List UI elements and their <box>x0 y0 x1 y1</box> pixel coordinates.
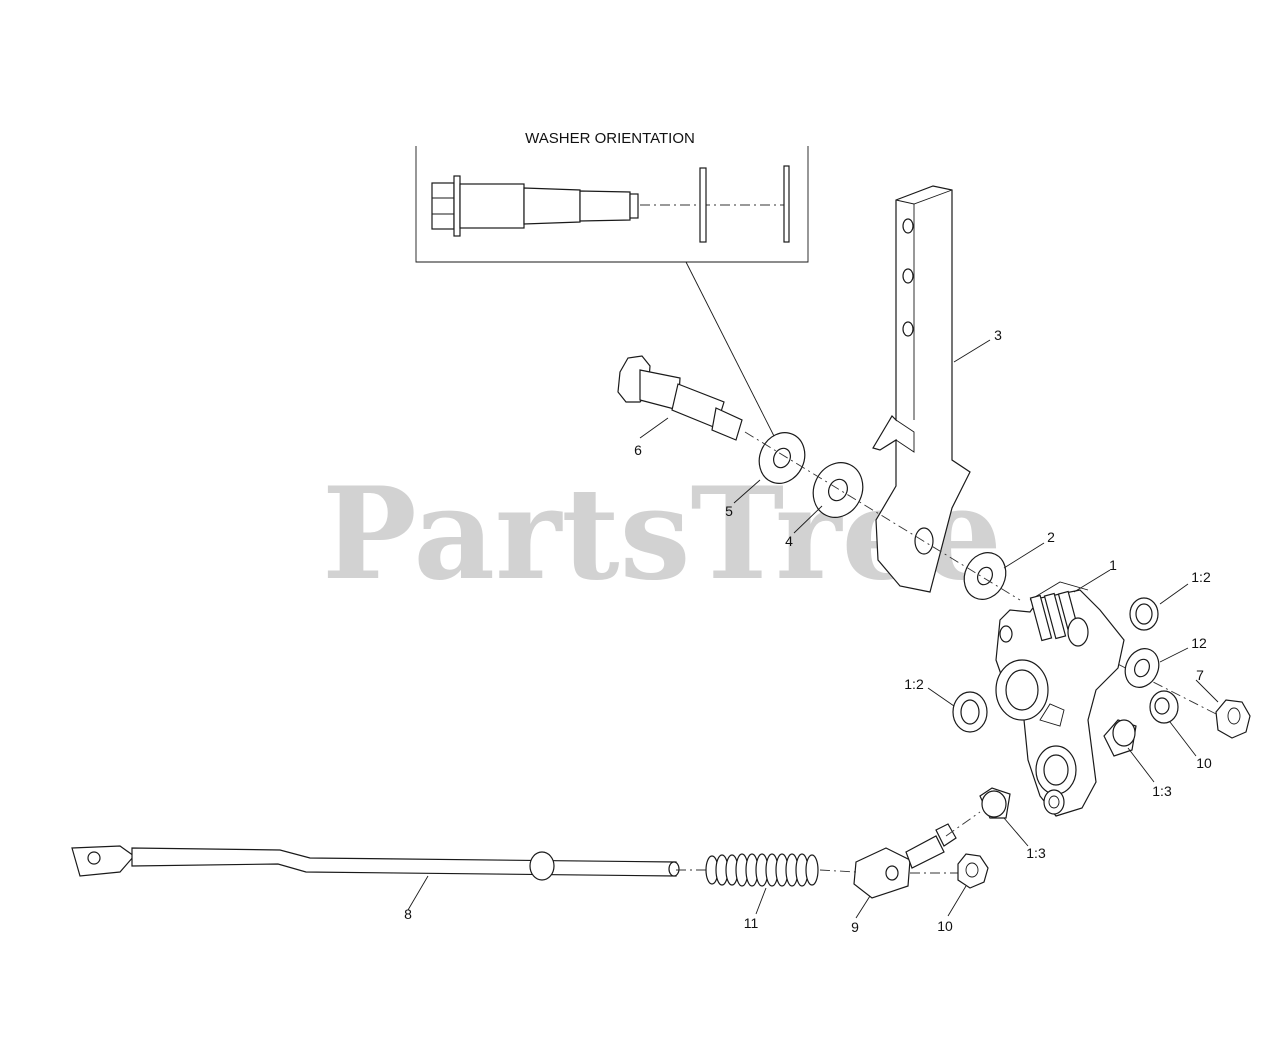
inset-washer-right <box>783 165 790 243</box>
part-5-washer <box>758 432 806 484</box>
inset-bolt <box>431 175 639 237</box>
callout-6: 6 <box>634 442 642 458</box>
callout-1-3-upper: 1:3 <box>1152 783 1172 799</box>
part-12-washer <box>1124 648 1160 688</box>
part-1-3-bushing-lower <box>979 787 1011 819</box>
part-2-washer <box>963 552 1007 600</box>
inset-title: WASHER ORIENTATION <box>525 130 695 147</box>
callout-7: 7 <box>1196 667 1204 683</box>
callout-10-lower: 10 <box>937 918 953 934</box>
part-7-nut <box>1215 699 1251 739</box>
callout-labels: 1 1:2 12 7 1:2 10 1:3 1:3 2 3 4 5 6 8 11… <box>404 327 1212 935</box>
part-10-nut-upper <box>1149 690 1179 724</box>
inset-washer-left <box>699 167 707 243</box>
callout-5: 5 <box>725 503 733 519</box>
callout-1-3-lower: 1:3 <box>1026 845 1046 861</box>
callout-2: 2 <box>1047 529 1055 545</box>
callout-4: 4 <box>785 533 793 549</box>
part-10-nut-lower <box>957 853 989 889</box>
part-1-2-bushing-upper <box>1129 597 1159 631</box>
part-1-3-bushing-upper <box>1103 719 1137 757</box>
part-4-washer <box>812 462 864 518</box>
part-3-lever <box>872 185 971 593</box>
callout-8: 8 <box>404 906 412 922</box>
callout-leaders <box>407 339 1219 919</box>
part-9-rod-end <box>853 823 957 899</box>
callout-1: 1 <box>1109 557 1117 573</box>
part-1-pivot-assembly <box>995 581 1125 817</box>
callout-12: 12 <box>1191 635 1207 651</box>
callout-10-upper: 10 <box>1196 755 1212 771</box>
part-1-2-bushing-lower <box>952 691 988 733</box>
part-11-spring <box>705 853 819 887</box>
callout-3: 3 <box>994 327 1002 343</box>
callout-11: 11 <box>744 915 759 931</box>
part-8-rod <box>71 845 680 881</box>
callout-1-2-upper: 1:2 <box>1191 569 1211 585</box>
callout-1-2-lower: 1:2 <box>904 676 924 692</box>
part-6-bolt <box>617 355 743 441</box>
callout-9: 9 <box>851 919 859 935</box>
washer-orientation-inset: WASHER ORIENTATION <box>415 130 809 441</box>
